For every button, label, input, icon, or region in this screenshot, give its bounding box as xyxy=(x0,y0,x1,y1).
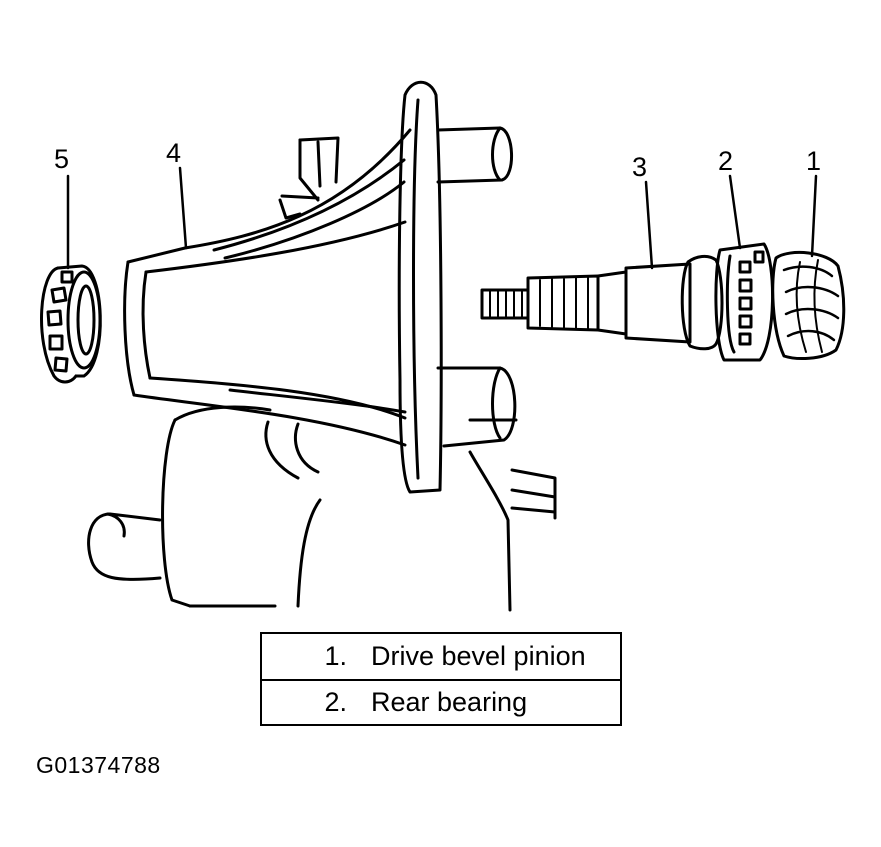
legend-label: Drive bevel pinion xyxy=(371,641,586,671)
transmission-case xyxy=(87,405,557,612)
extension-housing xyxy=(123,80,518,494)
callout-3: 3 xyxy=(632,152,647,182)
legend-item-1: 1. Drive bevel pinion xyxy=(262,634,620,679)
legend-item-2: 2. Rear bearing xyxy=(262,679,620,724)
pinion-shaft xyxy=(480,254,724,351)
callout-2: 2 xyxy=(718,146,733,176)
callout-5: 5 xyxy=(54,144,69,174)
callout-1: 1 xyxy=(806,146,821,176)
bearing-part-5 xyxy=(40,264,102,384)
legend-label: Rear bearing xyxy=(371,687,528,717)
legend-number: 2. xyxy=(324,687,347,717)
legend-number: 1. xyxy=(324,641,347,671)
drive-bevel-pinion-gear xyxy=(771,251,846,360)
parts-legend: 1. Drive bevel pinion 2. Rear bearing xyxy=(260,632,622,726)
leader-lines xyxy=(66,166,818,270)
rear-bearing-part-2 xyxy=(714,242,774,362)
figure-id: G01374788 xyxy=(36,752,161,778)
callout-4: 4 xyxy=(166,138,181,168)
